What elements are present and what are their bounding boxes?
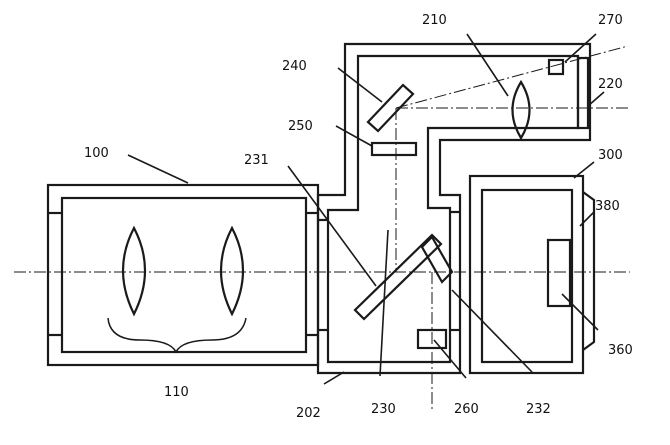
sensor-360 xyxy=(546,238,572,308)
label-232: 232 xyxy=(526,402,551,417)
leader-lines xyxy=(127,33,605,385)
label-240: 240 xyxy=(282,59,307,74)
upper-right-plate-220 xyxy=(576,56,590,130)
label-230: 230 xyxy=(371,402,396,417)
mirror-assembly-230 xyxy=(353,233,454,321)
label-220: 220 xyxy=(598,77,623,92)
mirror-240 xyxy=(366,83,415,133)
body-300 xyxy=(468,174,596,375)
label-360: 360 xyxy=(608,343,633,358)
lens-barrel-100 xyxy=(46,183,320,367)
label-300: 300 xyxy=(598,148,623,163)
element-250 xyxy=(370,141,418,157)
label-210: 210 xyxy=(422,13,447,28)
label-231: 231 xyxy=(244,153,269,168)
reference-labels: 100 110 202 210 220 230 231 232 240 250 … xyxy=(84,13,633,421)
label-250: 250 xyxy=(288,119,313,134)
housing-202 xyxy=(316,42,592,375)
label-100: 100 xyxy=(84,146,109,161)
label-202: 202 xyxy=(296,406,321,421)
lens-210 xyxy=(511,79,531,141)
label-380: 380 xyxy=(595,199,620,214)
slanted-axis xyxy=(395,45,629,109)
label-110: 110 xyxy=(164,385,189,400)
label-270: 270 xyxy=(598,13,623,28)
element-270 xyxy=(547,58,565,76)
lens-group-110 xyxy=(107,225,247,354)
label-260: 260 xyxy=(454,402,479,417)
optical-axes xyxy=(14,45,630,410)
